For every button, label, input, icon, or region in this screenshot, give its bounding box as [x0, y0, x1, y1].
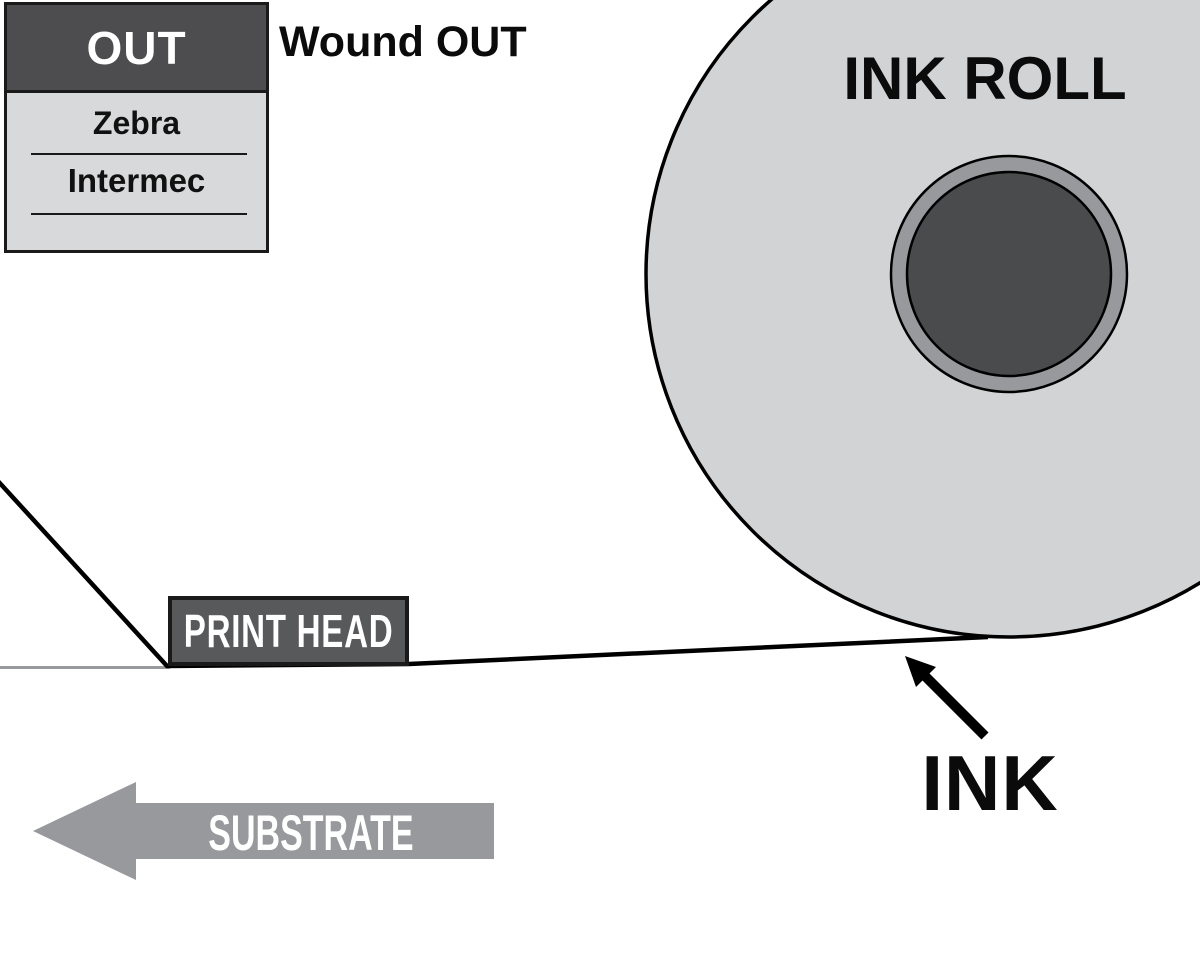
legend-item-zebra: Zebra	[92, 105, 181, 141]
ink-roll-label: INK ROLL	[843, 45, 1127, 112]
legend-divider	[31, 153, 247, 155]
print-head-box: PRINT HEAD	[168, 596, 409, 666]
substrate-arrow	[33, 782, 494, 880]
print-head-label: PRINT HEAD	[183, 605, 394, 657]
core-circle	[905, 170, 1113, 378]
substrate-label-wrap: SUBSTRATE	[160, 804, 460, 862]
winding-legend: OUT Zebra Intermec	[4, 2, 269, 253]
ink-arrow-head	[905, 656, 936, 687]
legend-divider	[31, 213, 247, 215]
substrate-label: SUBSTRATE	[208, 805, 414, 861]
ink-arrow-shaft	[921, 672, 989, 740]
legend-item-intermec: Intermec	[67, 162, 206, 199]
wound-out-label: Wound OUT	[279, 18, 527, 66]
ink-pointer-arrow-icon	[905, 656, 989, 740]
legend-header: OUT	[7, 5, 266, 93]
ink-label: INK	[921, 739, 1059, 827]
legend-body: Zebra Intermec	[7, 93, 266, 250]
